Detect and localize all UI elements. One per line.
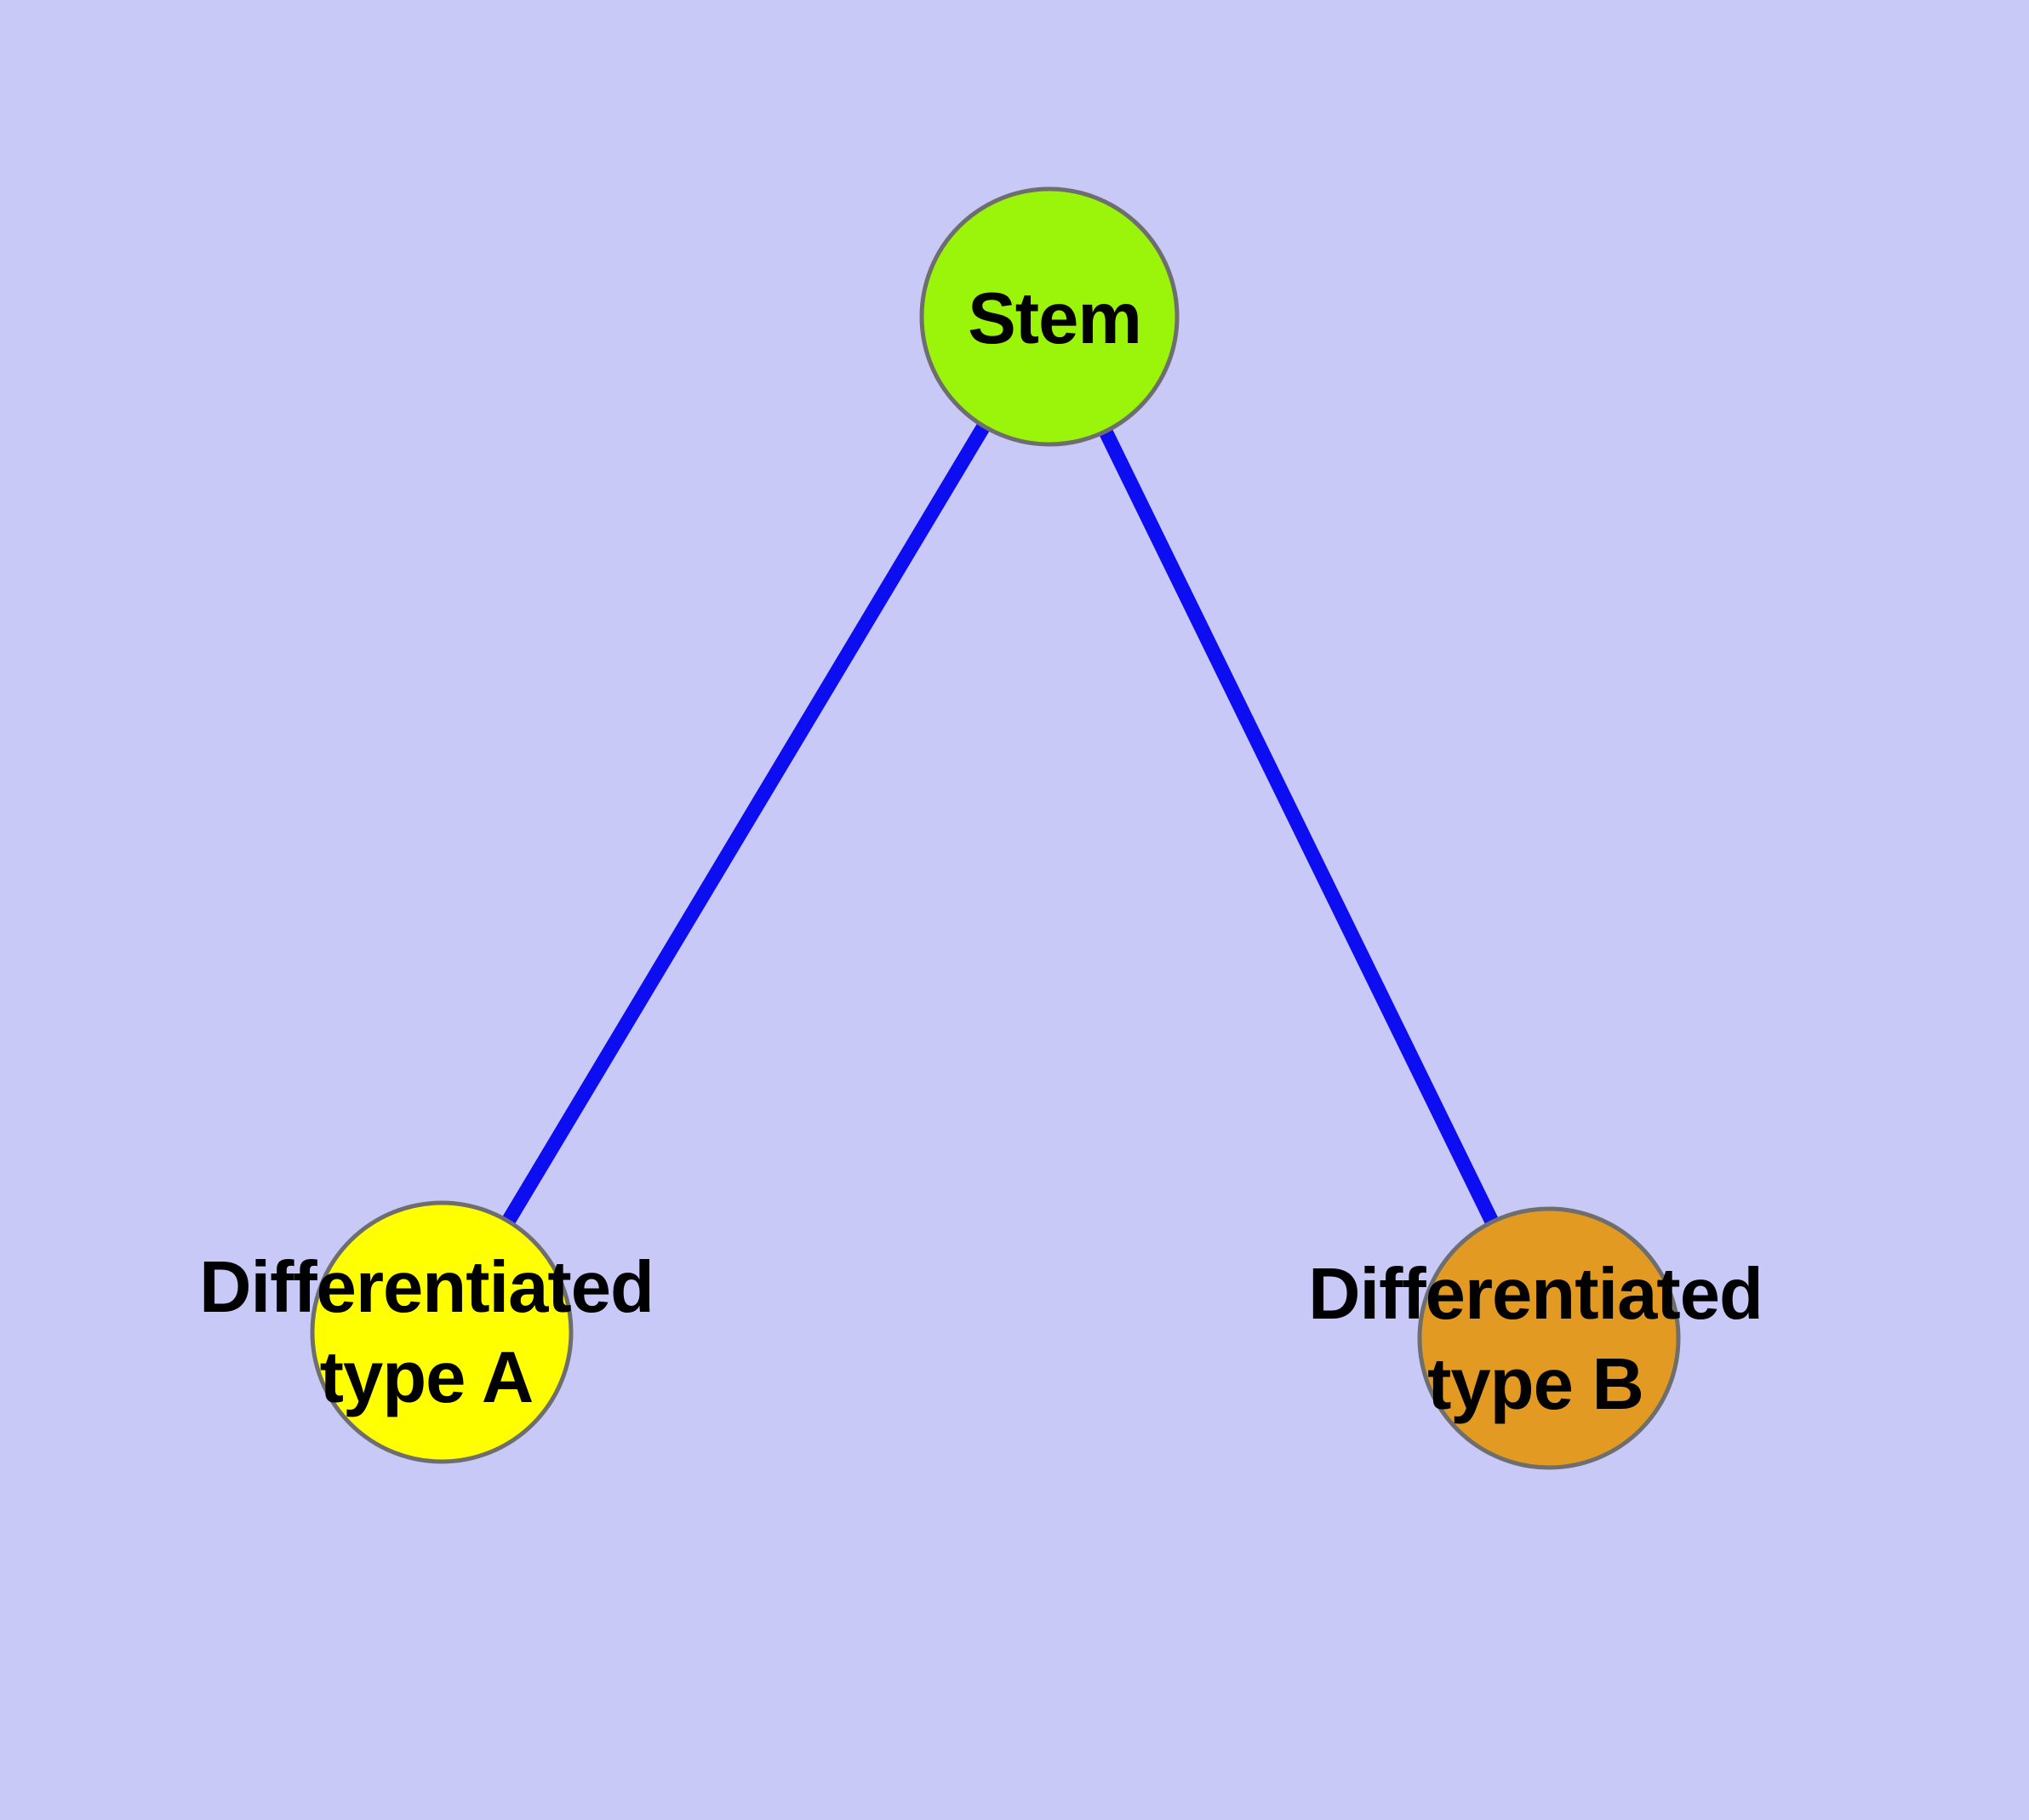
edge-stem-to-type-b (1043, 313, 1556, 1342)
edge-stem-to-type-a (435, 312, 1056, 1336)
node-type-b-circle (1417, 1206, 1681, 1470)
node-type-a-circle (310, 1200, 574, 1464)
node-stem-circle (919, 186, 1180, 447)
